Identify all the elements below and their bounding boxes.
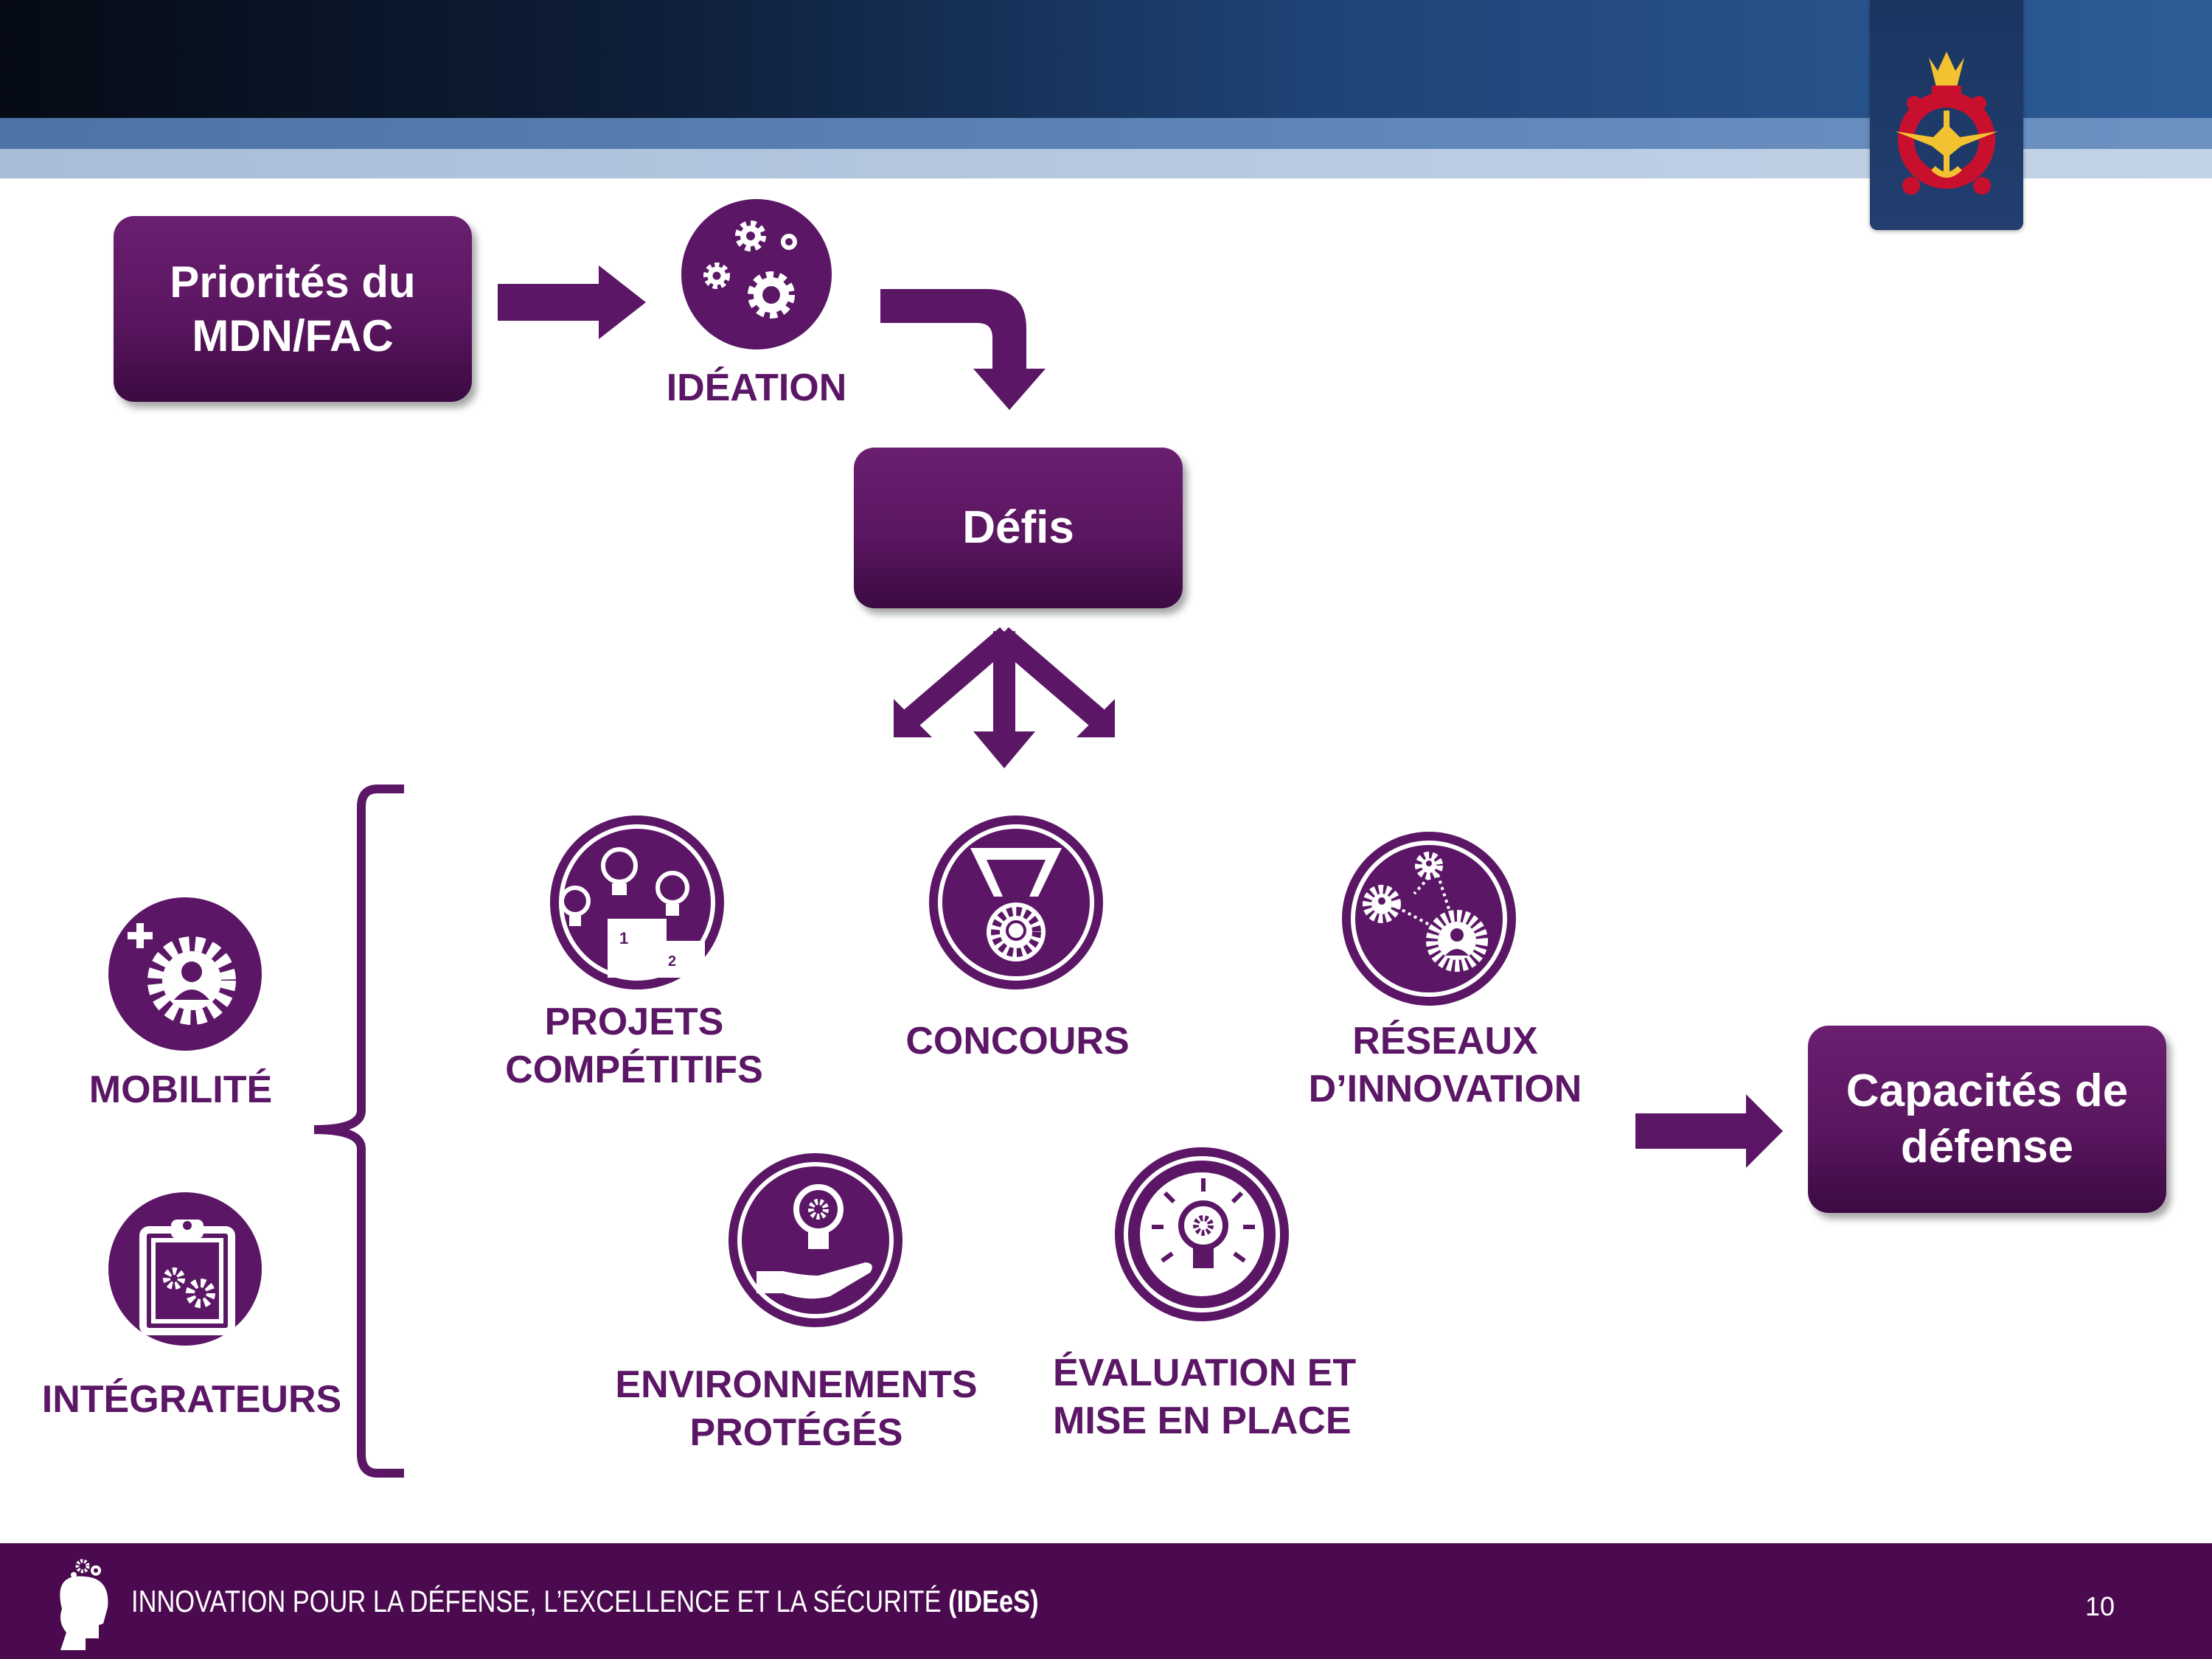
footer-band	[0, 1543, 2212, 1659]
head-gears-icon	[60, 1559, 108, 1650]
podium-second-place: 2	[668, 953, 676, 970]
challenges-box: Défis	[854, 448, 1183, 608]
lightbulb-podium-icon: 1 2	[550, 815, 724, 990]
priorities-box: Priorités du MDN/FAC	[114, 216, 472, 402]
arrow-bent-down	[880, 289, 1046, 410]
left-brace	[313, 785, 404, 1478]
test-evaluation-label: ÉVALUATION ET MISE EN PLACE	[1053, 1352, 1357, 1442]
header-stripe	[0, 118, 2212, 149]
mobility-label: MOBILITÉ	[88, 1068, 273, 1111]
triple-arrow	[895, 627, 1113, 737]
hand-lightbulb-icon	[728, 1153, 902, 1327]
arrow-right	[498, 265, 646, 339]
podium-first-place: 1	[619, 929, 628, 947]
connected-people-gears-icon	[1342, 832, 1516, 1006]
gears-icon	[681, 199, 832, 349]
competitive-projects-label: PROJETS COMPÉTITIFS	[505, 1001, 763, 1091]
medal-icon	[929, 815, 1103, 990]
program-title: INNOVATION POUR LA DÉFENSE, L’EXCELLENCE…	[131, 1584, 942, 1618]
program-acronym: (IDEeS)	[948, 1584, 1039, 1618]
program-name: INNOVATION POUR LA DÉFENSE, L’EXCELLENCE…	[131, 1584, 1039, 1619]
clipboard-gears-icon	[108, 1192, 262, 1346]
header-band	[0, 0, 2212, 118]
header-stripe-light	[0, 149, 2212, 178]
contests-label: CONCOURS	[905, 1020, 1130, 1062]
person-gear-plus-icon	[108, 897, 262, 1051]
glowing-lightbulb-icon	[1115, 1147, 1289, 1321]
integrators-label: INTÉGRATEURS	[41, 1378, 342, 1421]
caf-crest-logo	[1870, 0, 2023, 230]
arrow-right	[1635, 1094, 1783, 1168]
page-number: 10	[2085, 1591, 2115, 1621]
ideation-label: IDÉATION	[666, 366, 847, 409]
sandboxes-label: ENVIRONNEMENTS PROTÉGÉS	[615, 1363, 978, 1454]
innovation-networks-label: RÉSEAUX D’INNOVATION	[1308, 1020, 1582, 1110]
capabilities-box: Capacités de défense	[1808, 1026, 2166, 1213]
